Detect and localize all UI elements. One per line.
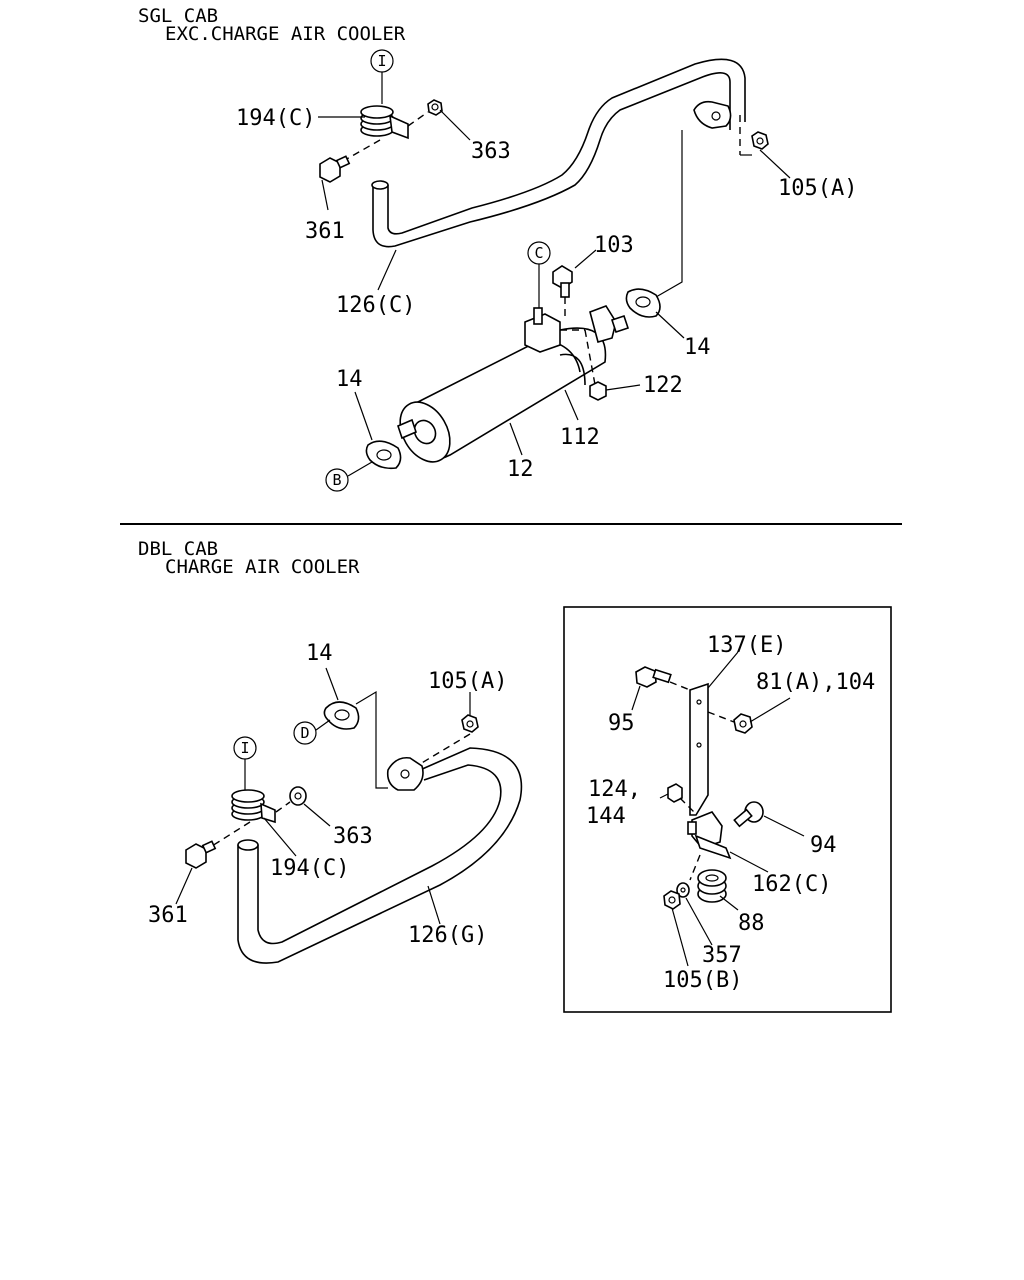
callout-d-letter: D (300, 724, 309, 742)
coil-88 (697, 869, 727, 903)
bolt-361 (319, 155, 351, 183)
inset-frame (563, 606, 892, 1013)
label-361-bottom: 361 (148, 903, 188, 928)
label-126g: 126(G) (408, 923, 487, 948)
label-14-bottom: 14 (306, 641, 333, 666)
hanger-112 (524, 307, 597, 391)
bolt-94 (733, 801, 764, 828)
nut-81a-104 (707, 711, 753, 734)
label-94: 94 (810, 833, 837, 858)
callout-i-bottom-letter: I (240, 739, 249, 757)
gasket-14-right (625, 288, 661, 318)
label-194c-bottom: 194(C) (270, 856, 349, 881)
label-105b: 105(B) (663, 968, 742, 993)
label-363-bottom: 363 (333, 824, 373, 849)
callout-b-letter: B (332, 471, 341, 489)
section-dbl-cab: DBL CAB CHARGE AIR COOLER (138, 538, 523, 964)
bolt-103 (552, 265, 573, 318)
label-103: 103 (594, 233, 634, 258)
label-124: 124, (588, 777, 641, 802)
clamp-194c-bottom (211, 789, 276, 847)
gasket-14-bottom (323, 701, 360, 730)
label-122: 122 (643, 373, 683, 398)
nut-363 (427, 99, 443, 116)
label-194c-top: 194(C) (236, 106, 315, 131)
label-361-top: 361 (305, 219, 345, 244)
label-162c: 162(C) (752, 872, 831, 897)
nut-105a-bottom (461, 714, 479, 733)
section-subtitle-exc-charge-air-cooler: EXC.CHARGE AIR COOLER (165, 23, 406, 45)
callout-b (325, 468, 349, 492)
label-112: 112 (560, 425, 600, 450)
tail-pipe-126c (371, 58, 746, 248)
callout-i-top-letter: I (377, 52, 386, 70)
bolt-361-bottom (185, 840, 217, 869)
label-14-right: 14 (684, 335, 711, 360)
label-12: 12 (507, 457, 534, 482)
label-357: 357 (702, 943, 742, 968)
gasket-14-left (365, 440, 402, 470)
label-88: 88 (738, 911, 765, 936)
tail-pipe-126g (237, 747, 523, 964)
section-title-dbl-cab: DBL CAB (138, 538, 218, 560)
washer-357 (676, 882, 690, 898)
section-sgl-cab: SGL CAB EXC.CHARGE AIR COOLER (138, 5, 857, 492)
muffler-12 (397, 305, 630, 463)
nut-124-144 (667, 783, 695, 813)
detail-inset: 137(E) 95 81(A),104 124, 144 94 162(C) 8… (563, 606, 892, 1013)
label-14-left: 14 (336, 367, 363, 392)
nut-122 (589, 381, 607, 401)
label-95: 95 (608, 711, 635, 736)
label-363-top: 363 (471, 139, 511, 164)
bolt-95 (635, 666, 691, 691)
nut-105b (663, 890, 681, 910)
label-126c: 126(C) (336, 293, 415, 318)
label-81a-104: 81(A),104 (756, 670, 875, 695)
label-105a-bottom: 105(A) (428, 669, 507, 694)
label-137e: 137(E) (707, 633, 786, 658)
label-105a-top: 105(A) (778, 176, 857, 201)
label-144: 144 (586, 804, 626, 829)
section-subtitle-charge-air-cooler: CHARGE AIR COOLER (165, 556, 360, 578)
washer-363-bottom (289, 786, 307, 806)
hanger-rubber (687, 811, 732, 860)
bracket-137e (689, 682, 709, 816)
callout-d (293, 721, 317, 745)
section-title-sgl-cab: SGL CAB (138, 5, 218, 27)
nut-105a-top (751, 131, 769, 150)
callout-c-letter: C (534, 244, 543, 262)
clamp-194c (344, 105, 429, 161)
